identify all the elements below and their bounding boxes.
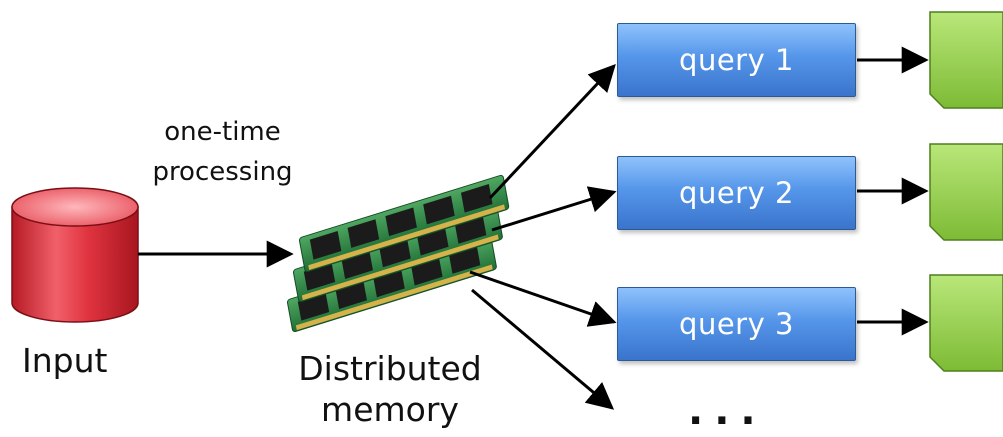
query-box-2: query 2 [617, 156, 856, 230]
query-label: query 3 [679, 307, 794, 341]
result-document-icon [929, 11, 1003, 109]
arrow-memory-to-more [471, 288, 615, 410]
processing-label-line-2: processing [152, 157, 293, 187]
input-label: Input [22, 341, 108, 380]
result-document-icon [929, 274, 1003, 372]
result-document-icon [929, 143, 1003, 241]
arrow-memory-to-query-3 [469, 270, 617, 327]
memory-label-line-2: memory [321, 390, 459, 429]
processing-label: one-time processing [120, 112, 325, 192]
arrow-memory-to-query-2 [491, 186, 617, 232]
query-label: query 2 [679, 176, 794, 210]
query-box-1: query 1 [617, 23, 856, 97]
database-icon [11, 187, 139, 323]
processing-label-line-1: one-time [164, 117, 281, 147]
memory-modules-icon [286, 174, 510, 333]
memory-label-line-1: Distributed [298, 349, 482, 388]
arrow-memory-to-query-1 [488, 64, 616, 200]
memory-label: Distributed memory [270, 348, 510, 430]
query-box-3: query 3 [617, 287, 856, 361]
query-label: query 1 [679, 43, 794, 77]
more-queries-ellipsis: ... [688, 388, 767, 434]
